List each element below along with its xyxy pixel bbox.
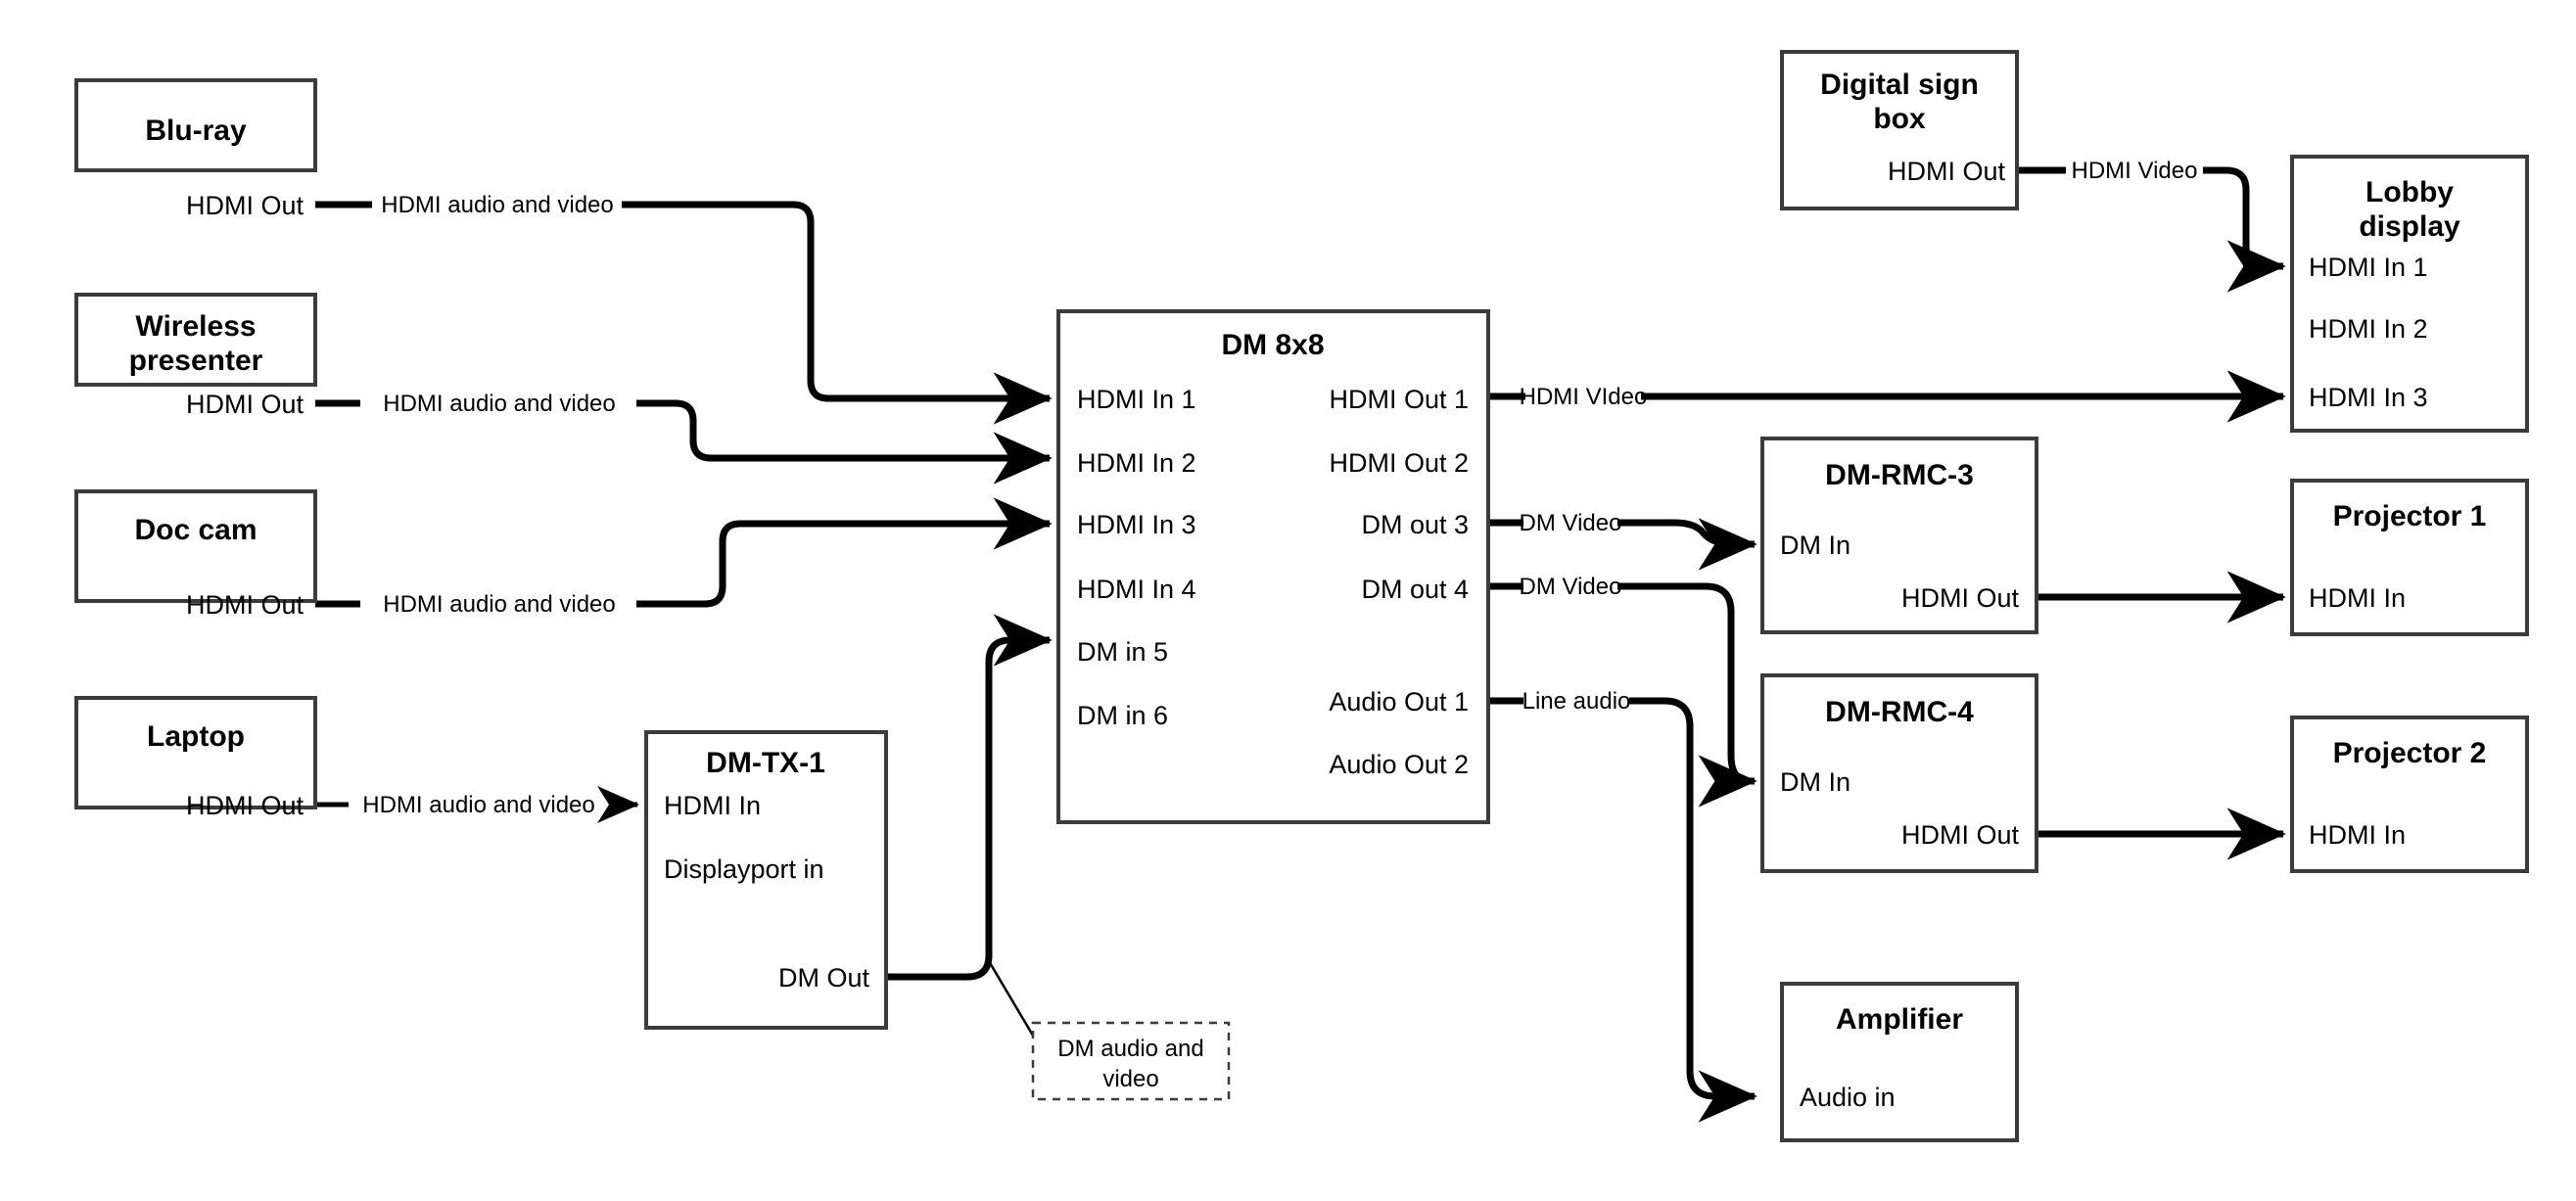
node-bluray-rect[interactable] (74, 78, 317, 172)
edge-label-wireless-to-dm: HDMI audio and video (383, 391, 615, 417)
node-digital-sign-box-title-line2: box (1873, 103, 1926, 135)
node-wireless-presenter-rect[interactable] (74, 293, 317, 387)
node-dm-tx-1-port-displayport-in: Displayport in (664, 855, 824, 884)
node-dm-rmc-3-rect[interactable] (1760, 437, 2038, 634)
node-lobby-display-port-hdmi-in-1: HDMI In 1 (2309, 253, 2428, 282)
node-wireless-presenter-title-line1: Wireless (135, 310, 256, 343)
node-dm-rmc-4-rect[interactable] (1760, 673, 2038, 873)
wire-bluray-to-dm-hdmi-in-1 (315, 201, 1050, 398)
node-dm-tx-1-rect[interactable] (644, 730, 888, 1030)
node-laptop-rect[interactable] (74, 696, 317, 809)
node-lobby-display[interactable]: Lobby display HDMI In 1 HDMI In 2 HDMI I… (2290, 155, 2529, 433)
node-dm-rmc-4-port-hdmi-out: HDMI Out (1901, 820, 2020, 850)
node-laptop-port-hdmi-out: HDMI Out (186, 791, 304, 820)
node-dm-rmc-4-port-dm-in: DM In (1780, 767, 1850, 797)
node-dm-8x8-rect[interactable] (1056, 309, 1490, 824)
edge-label-dmout1-to-lobby: HDMI VIdeo (1520, 384, 1648, 410)
node-lobby-display-port-hdmi-in-3: HDMI In 3 (2309, 383, 2428, 412)
node-projector-1-rect[interactable] (2290, 479, 2529, 636)
wire-doccam-to-dm-hdmi-in-3 (315, 524, 1050, 608)
node-lobby-display-title-line1: Lobby (2365, 176, 2454, 208)
callout-dm-audio-and-video: DM audio and video (1031, 1021, 1231, 1101)
node-dm-8x8-output-audio-out-1: Audio Out 1 (1329, 687, 1469, 716)
node-doc-cam-port-hdmi-out: HDMI Out (186, 590, 304, 620)
node-dm-rmc-3[interactable]: DM-RMC-3 DM In HDMI Out (1760, 437, 2038, 634)
wire-dmtx1-to-dm-in-5 (886, 614, 1053, 981)
node-dm-8x8-input-hdmi-in-2: HDMI In 2 (1077, 448, 1196, 478)
node-laptop[interactable]: Laptop HDMI Out (74, 696, 317, 820)
callout-dm-audio-and-video-rect (1031, 1021, 1231, 1101)
wire-dm-dmout4-to-rmc4-dm-in (1488, 582, 1755, 781)
node-dm-8x8-input-dm-in-6: DM in 6 (1077, 701, 1168, 730)
node-dm-tx-1-port-hdmi-in: HDMI In (664, 791, 761, 820)
node-wireless-presenter-port-hdmi-out: HDMI Out (186, 390, 304, 419)
node-dm-rmc-4[interactable]: DM-RMC-4 DM In HDMI Out (1760, 673, 2038, 873)
node-projector-1-port-hdmi-in: HDMI In (2309, 583, 2406, 613)
node-bluray-port-hdmi-out: HDMI Out (186, 191, 304, 220)
node-lobby-display-port-hdmi-in-2: HDMI In 2 (2309, 314, 2428, 344)
node-dm-rmc-3-port-dm-in: DM In (1780, 531, 1850, 560)
callout-dm-audio-and-video-line2: video (1102, 1066, 1158, 1092)
node-dm-rmc-4-title: DM-RMC-4 (1825, 696, 1974, 728)
node-dm-8x8-output-dm-out-3: DM out 3 (1361, 510, 1469, 539)
edge-label-signbox-to-lobby: HDMI Video (2072, 158, 2198, 184)
callout-leader-line (987, 960, 1038, 1041)
edge-label-bluray-to-dm: HDMI audio and video (381, 192, 613, 218)
node-projector-2-title: Projector 2 (2333, 737, 2487, 769)
node-projector-2-rect[interactable] (2290, 716, 2529, 873)
node-dm-tx-1-port-dm-out: DM Out (778, 963, 870, 993)
node-doc-cam[interactable]: Doc cam HDMI Out (74, 489, 317, 620)
node-dm-tx-1[interactable]: DM-TX-1 HDMI In Displayport in DM Out (644, 730, 888, 1030)
node-dm-8x8-input-dm-in-5: DM in 5 (1077, 637, 1168, 667)
node-dm-8x8[interactable]: DM 8x8 HDMI In 1 HDMI In 2 HDMI In 3 HDM… (1056, 309, 1490, 824)
node-projector-1-title: Projector 1 (2333, 500, 2487, 532)
wire-dm-dmout3-to-rmc3-dm-in (1488, 523, 1755, 544)
edge-label-audioout1-to-amp: Line audio (1522, 688, 1631, 715)
wire-signbox-to-lobby-hdmi-in-1 (2017, 166, 2283, 266)
edge-label-dmout3-to-rmc3: DM Video (1520, 510, 1622, 536)
node-projector-1[interactable]: Projector 1 HDMI In (2290, 479, 2529, 636)
node-digital-sign-box[interactable]: Digital sign box HDMI Out (1780, 50, 2019, 210)
node-lobby-display-title-line2: display (2359, 210, 2460, 243)
node-digital-sign-box-title-line1: Digital sign (1820, 69, 1979, 101)
node-doc-cam-title: Doc cam (134, 514, 257, 546)
node-doc-cam-rect[interactable] (74, 489, 317, 603)
node-amplifier-rect[interactable] (1780, 982, 2019, 1142)
node-lobby-display-rect[interactable] (2290, 155, 2529, 433)
node-projector-2-port-hdmi-in: HDMI In (2309, 820, 2406, 850)
node-amplifier[interactable]: Amplifier Audio in (1780, 982, 2019, 1142)
node-digital-sign-box-port-hdmi-out: HDMI Out (1888, 157, 2006, 186)
node-projector-2[interactable]: Projector 2 HDMI In (2290, 716, 2529, 873)
node-dm-8x8-title: DM 8x8 (1221, 329, 1324, 361)
node-wireless-presenter[interactable]: Wireless presenter HDMI Out (74, 293, 317, 419)
node-bluray[interactable]: Blu-ray HDMI Out (74, 78, 317, 220)
node-bluray-title: Blu-ray (145, 115, 247, 147)
node-dm-8x8-output-dm-out-4: DM out 4 (1361, 575, 1469, 604)
wire-wireless-to-dm-hdmi-in-2 (315, 403, 1050, 458)
edge-label-dmout4-to-rmc4: DM Video (1520, 574, 1622, 600)
wire-dm-audioout1-to-amplifier (1488, 697, 1755, 1096)
node-dm-8x8-input-hdmi-in-1: HDMI In 1 (1077, 385, 1196, 414)
callout-dm-audio-and-video-line1: DM audio and (1057, 1036, 1203, 1062)
node-dm-8x8-input-hdmi-in-4: HDMI In 4 (1077, 575, 1196, 604)
node-dm-8x8-input-hdmi-in-3: HDMI In 3 (1077, 510, 1196, 539)
node-amplifier-port-audio-in: Audio in (1800, 1083, 1896, 1112)
node-dm-8x8-output-hdmi-out-2: HDMI Out 2 (1329, 448, 1469, 478)
edge-label-doccam-to-dm: HDMI audio and video (383, 591, 615, 618)
node-dm-tx-1-title: DM-TX-1 (706, 747, 825, 779)
node-dm-rmc-3-port-hdmi-out: HDMI Out (1901, 583, 2020, 613)
node-wireless-presenter-title-line2: presenter (129, 345, 263, 377)
edge-label-laptop-to-tx: HDMI audio and video (362, 792, 594, 818)
node-dm-rmc-3-title: DM-RMC-3 (1825, 459, 1974, 491)
node-dm-8x8-output-hdmi-out-1: HDMI Out 1 (1329, 385, 1469, 414)
node-digital-sign-box-rect[interactable] (1780, 50, 2019, 210)
node-laptop-title: Laptop (147, 720, 245, 753)
node-dm-8x8-output-audio-out-2: Audio Out 2 (1329, 750, 1469, 779)
node-amplifier-title: Amplifier (1836, 1003, 1963, 1036)
